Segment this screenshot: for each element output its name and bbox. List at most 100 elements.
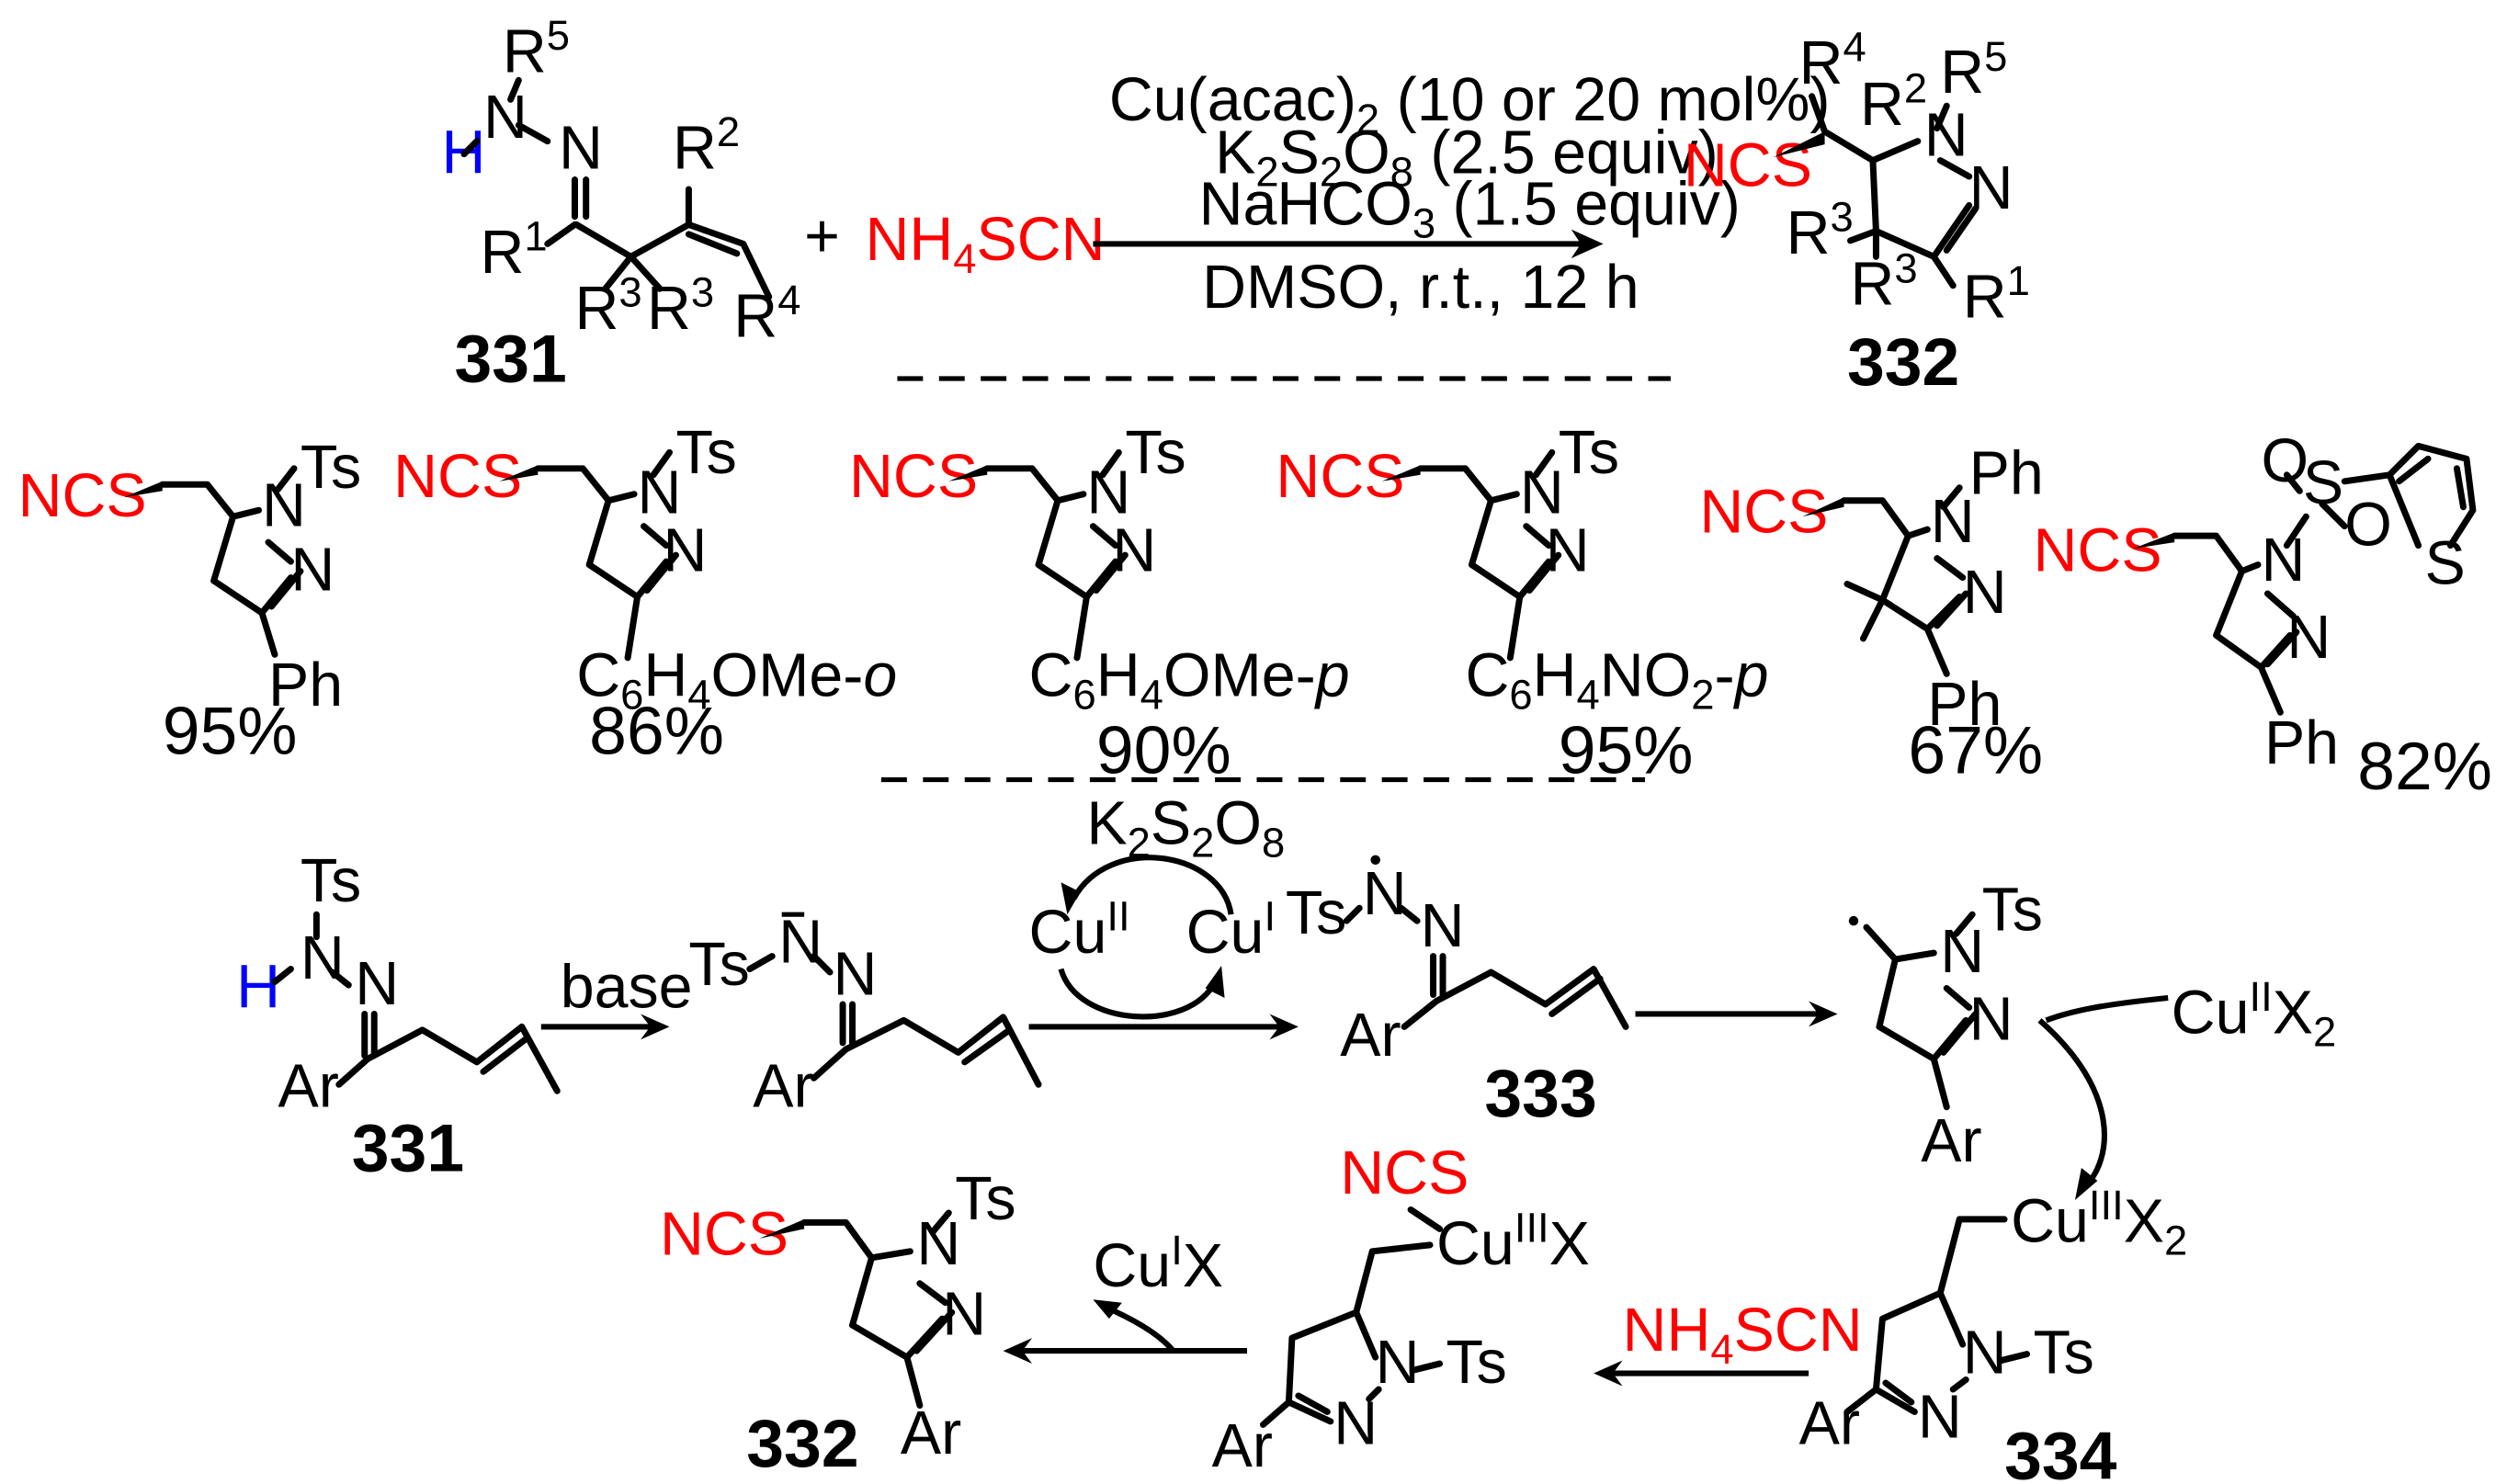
n-label: N <box>1963 559 2007 627</box>
ph-group: Ph <box>1927 671 2002 739</box>
mechanism-product-332: NCS Ts N N Ar 332 <box>660 1165 1016 1481</box>
arrowhead <box>1061 882 1081 915</box>
n-label: N <box>2261 527 2305 595</box>
cu-iii-x2-label: CuIIIX2 <box>2011 1182 2187 1263</box>
n-label: N <box>301 924 345 992</box>
cyclized-radical: Ts N N Ar <box>1848 877 2043 1175</box>
ar-group: Ar <box>278 1053 338 1121</box>
compound-332-label: 332 <box>746 1406 858 1481</box>
ncs-group: NCS <box>18 462 147 530</box>
n-label: N <box>355 950 399 1018</box>
yield-label: 67% <box>1908 713 2043 788</box>
yield-label: 86% <box>589 694 724 769</box>
arrowhead <box>1205 966 1225 998</box>
base-label: base <box>561 953 693 1021</box>
cu-iii-x-label: CuIIIX <box>1436 1204 1590 1277</box>
ph-group: Ph <box>2264 709 2339 777</box>
ts-group: Ts <box>1125 419 1185 487</box>
n-label: N <box>663 517 707 585</box>
n-label: N <box>834 940 878 1008</box>
condition-base: NaHCO3 (1.5 equiv) <box>1199 170 1741 246</box>
r3-label: R3 <box>647 268 714 342</box>
n-label: N <box>1421 892 1465 960</box>
conditions-block: Cu(acac)2 (10 or 20 mol%) K2S2O8 (2.5 eq… <box>1093 66 1830 322</box>
ar-group: Ar <box>1340 1002 1401 1070</box>
n-label: N <box>559 114 603 182</box>
r1-label: R1 <box>480 212 547 286</box>
thiocyanate-reagent: NH4SCN <box>1623 1297 1863 1373</box>
condition-solvent: DMSO, r.t., 12 h <box>1202 254 1639 322</box>
ncs-group: NCS <box>849 443 978 511</box>
yield-label: 95% <box>163 694 298 769</box>
condition-oxidant: K2S2O8 (2.5 equiv) <box>1215 119 1719 196</box>
ts-group: Ts <box>1559 419 1619 487</box>
ar-group: Ar <box>1799 1389 1860 1457</box>
reduction-arc <box>1058 968 1218 1020</box>
ts-group: Ts <box>1286 879 1346 947</box>
ncs-group: NCS <box>393 443 522 511</box>
oxidant-label: K2S2O8 <box>1086 789 1285 866</box>
mechanism-331: Ts N H N Ar 331 <box>236 847 561 1186</box>
scope-product-3: NCS Ts N N C6H4OMe-p 90% <box>849 419 1350 787</box>
ncs-group: NCS <box>1699 479 1828 547</box>
s-label: S <box>2425 530 2466 598</box>
compound-331-label: 331 <box>352 1111 464 1186</box>
n-label: N <box>1969 985 2014 1053</box>
n-label: N <box>1963 1320 2007 1388</box>
ar-group: Ar <box>1921 1107 1981 1175</box>
arrowhead <box>1594 1360 1623 1387</box>
arrowhead <box>2074 1168 2098 1200</box>
arrowhead <box>1809 1001 1838 1027</box>
compound-331-label: 331 <box>455 322 567 397</box>
plus-sign: + <box>804 202 840 270</box>
cu-i-x-label: CuIX <box>1093 1227 1223 1300</box>
r5-label: R5 <box>1940 33 2007 107</box>
o-label: O <box>2344 492 2392 560</box>
cu-iii-thiocyanate-complex: NCS CuIIIX N Ts N Ar <box>1212 1139 1590 1480</box>
n-anion-label: N <box>778 909 822 977</box>
cu-ii-x2-label: CuIIX2 <box>2172 973 2337 1055</box>
intermediate-333: Ts N N Ar 333 <box>1286 855 1629 1131</box>
compound-334-label: 334 <box>2004 1419 2117 1484</box>
n-label: N <box>1546 517 1590 585</box>
yield-label: 90% <box>1096 713 1231 788</box>
ph-group: Ph <box>1969 440 2044 508</box>
copper-addition: CuIIX2 <box>2037 973 2337 1200</box>
arrowhead <box>1571 229 1604 259</box>
ts-group: Ts <box>2034 1320 2094 1388</box>
scope-product-6: NCS O S O N N S Ph 82% <box>2034 427 2492 804</box>
n-label: N <box>1918 1383 1962 1451</box>
o-label: O <box>2261 427 2308 495</box>
anion-intermediate: Ts N N Ar <box>688 909 1042 1121</box>
r5-label: R5 <box>503 12 570 85</box>
ts-group: Ts <box>1982 877 2043 945</box>
compound-332-label: 332 <box>1847 324 1959 400</box>
ncs-group: NCS <box>2034 517 2162 585</box>
reductive-elimination: CuIX <box>1003 1227 1248 1365</box>
wedge-bond <box>1773 131 1825 158</box>
r1-label: R1 <box>1963 257 2030 331</box>
r4-label: R4 <box>1799 23 1866 96</box>
r3-label: R3 <box>1787 193 1854 266</box>
cu-addition-arc <box>2037 1018 2107 1190</box>
cu-approach-arc <box>2045 994 2169 1024</box>
cu-ii-label: CuII <box>1029 893 1130 967</box>
aryl-substituent: C6H4OMe-p <box>1029 642 1350 719</box>
arrowhead <box>1003 1338 1033 1365</box>
r2-label: R2 <box>673 108 740 182</box>
h-label: H <box>236 953 280 1021</box>
n-label: N <box>1112 517 1156 585</box>
ts-group: Ts <box>955 1165 1015 1233</box>
ncs-group: NCS <box>660 1200 788 1268</box>
ts-group: Ts <box>301 847 361 915</box>
scope-product-2: NCS Ts N N C6H4OMe-o 86% <box>393 419 897 769</box>
aryl-substituent: C6H4OMe-o <box>576 642 897 719</box>
compound-333-label: 333 <box>1484 1056 1596 1131</box>
arrowhead <box>1269 1014 1299 1040</box>
r3-label: R3 <box>1850 244 1917 318</box>
yield-label: 82% <box>2357 729 2492 804</box>
ncs-group: NCS <box>1684 132 1812 200</box>
scope-product-4: NCS Ts N N C6H4NO2-p 95% <box>1276 419 1768 787</box>
scope-product-5: NCS Ph N N Ph 67% <box>1699 440 2043 788</box>
ar-group: Ar <box>901 1399 961 1467</box>
